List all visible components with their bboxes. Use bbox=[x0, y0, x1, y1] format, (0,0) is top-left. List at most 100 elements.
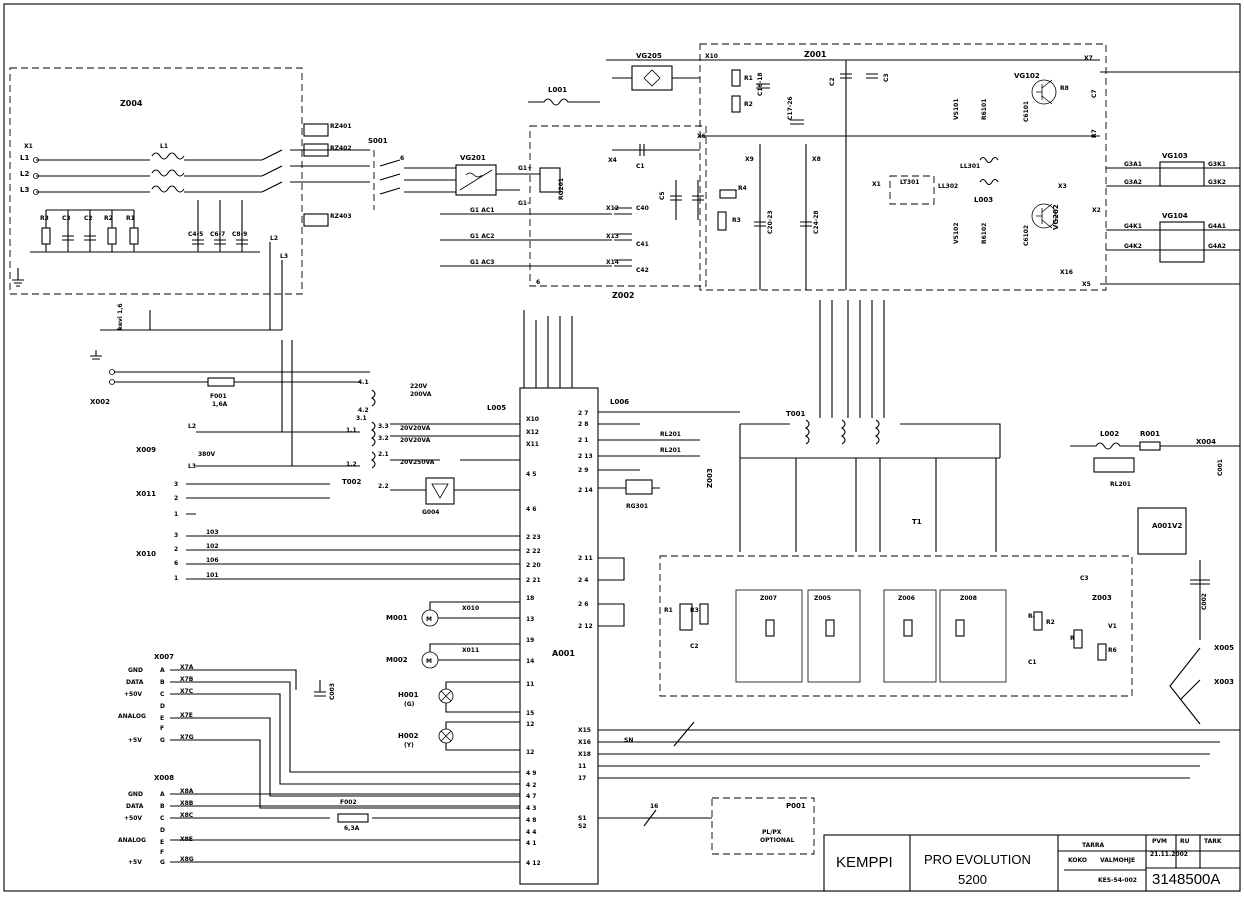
svg-text:RL201: RL201 bbox=[660, 431, 681, 438]
svg-text:GND: GND bbox=[128, 791, 143, 798]
svg-text:6: 6 bbox=[400, 155, 404, 162]
x007-row-gnd: GND A X7A bbox=[128, 664, 194, 674]
svg-text:X10: X10 bbox=[705, 53, 718, 60]
date-value: 21.11.2002 bbox=[1150, 851, 1188, 858]
a001-left-pin-label: 12 bbox=[526, 721, 534, 728]
svg-text:M: M bbox=[426, 658, 432, 665]
x010-connector: X010 3 2 6 1 103 102 106 101 bbox=[136, 529, 520, 582]
code-heading: KOKO bbox=[1068, 857, 1087, 864]
svg-text:6: 6 bbox=[536, 279, 540, 286]
a001-left-pin-label: 4 8 bbox=[526, 817, 536, 824]
svg-text:RZ403: RZ403 bbox=[330, 213, 352, 220]
svg-text:R8: R8 bbox=[1060, 85, 1069, 92]
svg-text:X004: X004 bbox=[1196, 438, 1216, 446]
svg-text:GND: GND bbox=[128, 667, 143, 674]
a001-right-pin-label: 11 bbox=[578, 763, 586, 770]
svg-text:G4K2: G4K2 bbox=[1124, 243, 1142, 250]
a001-right-pin-label: 2 6 bbox=[578, 601, 588, 608]
a001-left-pin-label: 18 bbox=[526, 595, 534, 602]
a001-right-pin-label: 2 14 bbox=[578, 487, 593, 494]
f001-fuse: F001 1,6A bbox=[207, 377, 235, 408]
svg-text:L006: L006 bbox=[610, 398, 629, 406]
svg-text:X7B: X7B bbox=[180, 676, 194, 683]
svg-text:L001: L001 bbox=[548, 86, 567, 94]
svg-text:A: A bbox=[160, 791, 165, 798]
svg-text:C24-28: C24-28 bbox=[813, 210, 820, 234]
svg-text:VG102: VG102 bbox=[1014, 72, 1040, 80]
svg-text:Z002: Z002 bbox=[612, 291, 635, 300]
svg-text:C001: C001 bbox=[1217, 459, 1224, 476]
x1-label: X1 bbox=[24, 143, 33, 150]
svg-text:R2: R2 bbox=[1046, 619, 1055, 626]
svg-text:C1: C1 bbox=[636, 163, 645, 170]
svg-text:X005: X005 bbox=[1214, 644, 1234, 652]
svg-text:C17-26: C17-26 bbox=[787, 96, 794, 120]
svg-text:R3: R3 bbox=[732, 217, 741, 224]
a001-left-pin-label: 4 6 bbox=[526, 506, 536, 513]
svg-text:G3K2: G3K2 bbox=[1208, 179, 1226, 186]
a001-left-pin-label: 2 21 bbox=[526, 577, 541, 584]
a001-left-pin-label: 19 bbox=[526, 637, 534, 644]
g1-ac-wires bbox=[440, 213, 612, 267]
svg-text:20V20VA: 20V20VA bbox=[400, 437, 431, 444]
a001-left-pin-label: 4 7 bbox=[526, 793, 536, 800]
svg-text:C20-23: C20-23 bbox=[767, 210, 774, 234]
svg-text:X3: X3 bbox=[1058, 183, 1067, 190]
svg-text:RG201: RG201 bbox=[558, 178, 565, 200]
svg-text:20V250VA: 20V250VA bbox=[400, 459, 435, 466]
svg-text:C6101: C6101 bbox=[1023, 101, 1030, 122]
svg-text:2: 2 bbox=[174, 495, 178, 502]
svg-text:G1+: G1+ bbox=[518, 165, 532, 172]
a001-right-pin-label: 2 1 bbox=[578, 437, 588, 444]
maker-heading: VALMOHJE bbox=[1100, 857, 1135, 864]
svg-text:2.2: 2.2 bbox=[378, 483, 389, 490]
svg-text:F002: F002 bbox=[340, 799, 357, 806]
a001-left-pin-label: X10 bbox=[526, 416, 539, 423]
s001-label: S001 bbox=[368, 137, 388, 145]
svg-text:3.1: 3.1 bbox=[356, 415, 367, 422]
x007-row-50v: +50V C X7C bbox=[124, 688, 194, 698]
svg-text:RL201: RL201 bbox=[660, 447, 681, 454]
svg-text:R7: R7 bbox=[1091, 129, 1098, 138]
a001-left-pin-label: 4 2 bbox=[526, 782, 536, 789]
l002-r001-area: L002 R001 RL201 A001V2 X004 C001 C002 X0… bbox=[1070, 430, 1240, 725]
svg-text:VS102: VS102 bbox=[953, 223, 960, 245]
z008-module: Z008 bbox=[939, 589, 1007, 683]
svg-text:1,6A: 1,6A bbox=[212, 401, 228, 408]
svg-text:6: 6 bbox=[174, 560, 178, 567]
svg-text:X8C: X8C bbox=[180, 812, 194, 819]
svg-text:G: G bbox=[160, 737, 165, 744]
x008-row-gnd: GND A X8A bbox=[128, 788, 194, 798]
x008-connector: X008 GND A X8A DATA B X8B +50V C X8C ANA… bbox=[118, 774, 520, 866]
svg-text:L3: L3 bbox=[280, 253, 288, 260]
a001-left-pin-label: 4 3 bbox=[526, 805, 536, 812]
a001-right-wiring: RL201 RL201 RG301 SN 16 bbox=[598, 411, 1240, 827]
svg-text:+5V: +5V bbox=[128, 737, 142, 744]
svg-text:M: M bbox=[426, 616, 432, 623]
a001-right-pin-label: X16 bbox=[578, 739, 591, 746]
svg-text:R3: R3 bbox=[40, 215, 49, 222]
x008-row-analog: ANALOG E X8E bbox=[118, 836, 193, 846]
a001-left-pin-label: 4 5 bbox=[526, 471, 536, 478]
svg-text:X010: X010 bbox=[136, 550, 156, 558]
x007-row-data: DATA B X7B bbox=[126, 676, 194, 686]
a001-right-pin-label: 2 8 bbox=[578, 421, 588, 428]
svg-text:R001: R001 bbox=[1140, 430, 1160, 438]
svg-text:G3A2: G3A2 bbox=[1124, 179, 1142, 186]
svg-text:6,3A: 6,3A bbox=[344, 825, 360, 832]
svg-text:Z003: Z003 bbox=[1092, 594, 1112, 602]
svg-text:X4: X4 bbox=[608, 157, 617, 164]
svg-text:L005: L005 bbox=[487, 404, 506, 412]
svg-text:D: D bbox=[160, 827, 165, 834]
svg-text:M001: M001 bbox=[386, 614, 408, 622]
a001-right-pin-label: 2 11 bbox=[578, 555, 593, 562]
a001-left-pin-label: 12 bbox=[526, 749, 534, 756]
svg-text:X008: X008 bbox=[154, 774, 174, 782]
a001-right-pin-label: X15 bbox=[578, 727, 591, 734]
t001-transformer: T001 T1 bbox=[739, 300, 1001, 552]
product-label: PRO EVOLUTION bbox=[924, 852, 1031, 867]
a001-left-pin-label: 11 bbox=[526, 681, 534, 688]
svg-text:E: E bbox=[160, 715, 164, 722]
a001-right-pin-label: S2 bbox=[578, 823, 587, 830]
